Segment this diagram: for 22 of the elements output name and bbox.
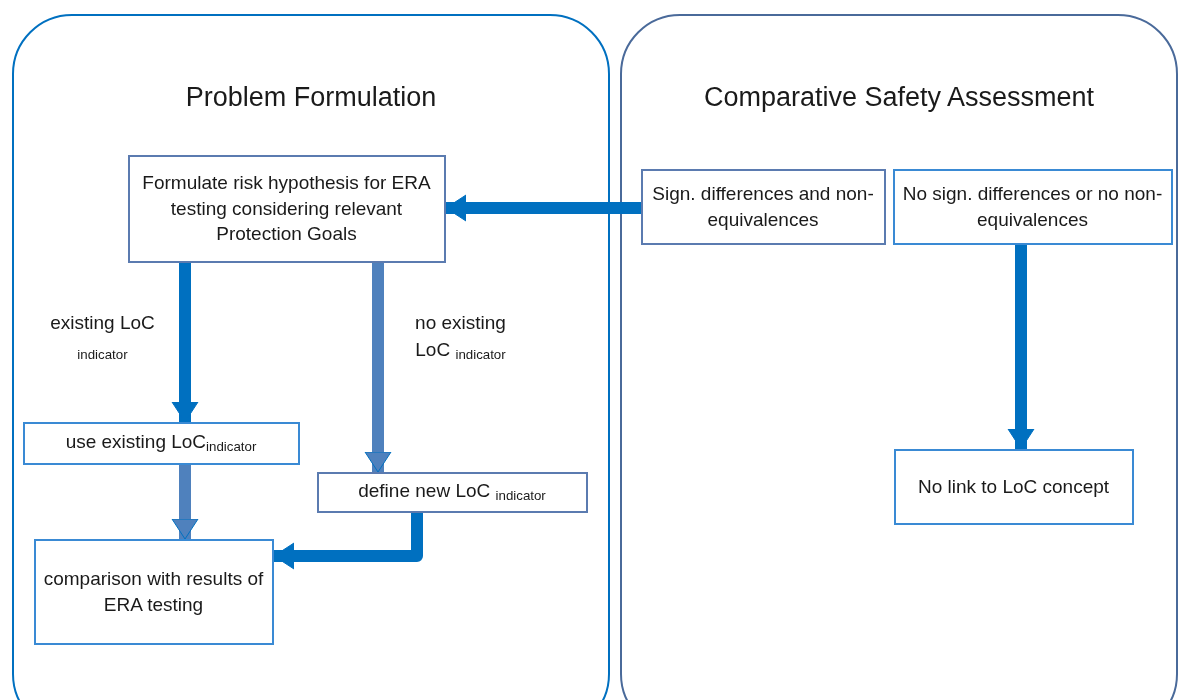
process-box (640, 168, 886, 245)
arrow (445, 194, 641, 222)
box-text: comparison with results of ERA testing (43, 566, 264, 617)
box-text: use existing LoC$_{indicator}$ (65, 430, 257, 457)
box-text: define new LoC $_{indicator}$ (358, 479, 546, 506)
box-text: Sign. differences and non-equivalences (651, 181, 875, 232)
process-box (33, 538, 274, 645)
panel-heading: Comparative Safety Assessment (702, 82, 1096, 113)
process-box (892, 168, 1173, 245)
process-box (316, 471, 588, 513)
process-box (127, 154, 446, 263)
process-box (22, 421, 300, 465)
section-panel (620, 14, 1178, 700)
box-text: No sign. differences or no non-equivalences (902, 181, 1163, 232)
box-text: No link to LoC concept (917, 474, 1110, 499)
arrow (1007, 245, 1035, 450)
panel-heading: Problem Formulation (184, 82, 438, 113)
arrow (171, 263, 199, 423)
arrow (171, 465, 199, 540)
process-box (893, 448, 1134, 525)
arrow (364, 263, 392, 473)
box-text: Formulate risk hypothesis for ERA testing considering relevant Protection Goals (141, 171, 432, 247)
